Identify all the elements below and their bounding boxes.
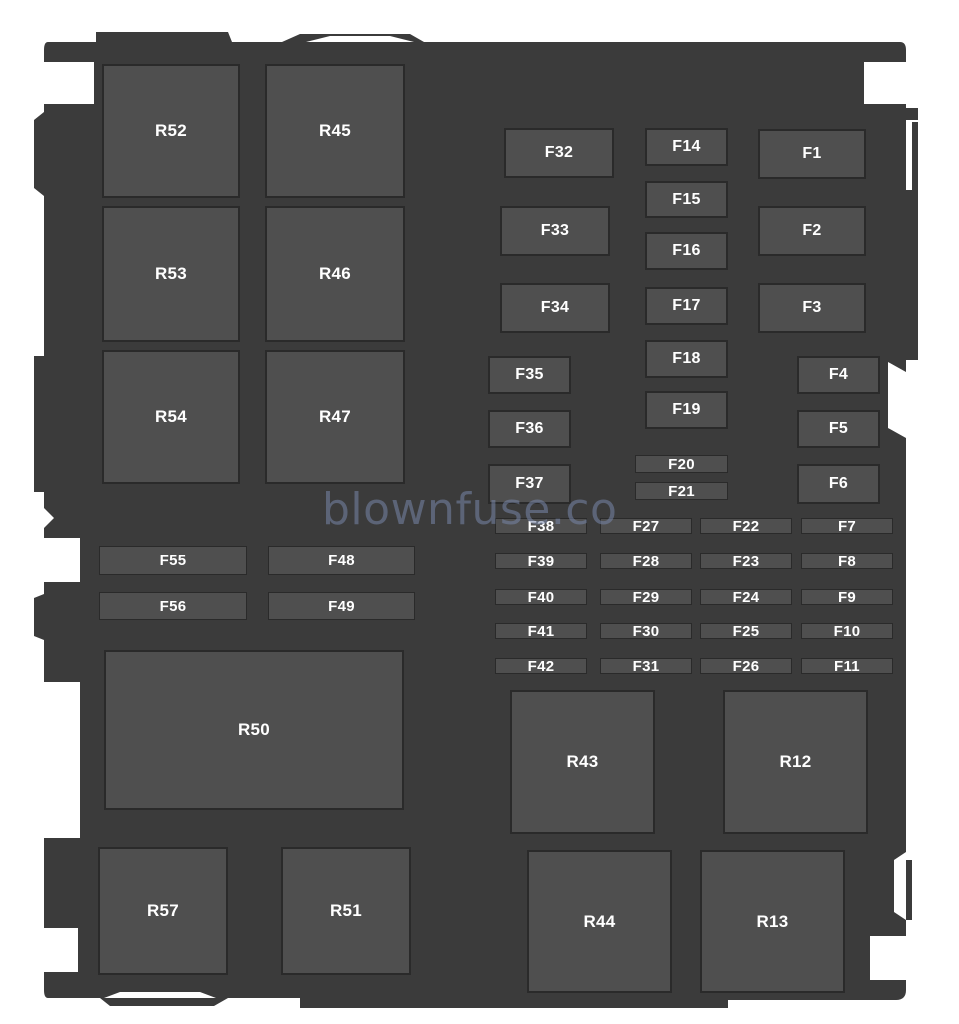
- fuse-f39: F39: [495, 553, 587, 570]
- fuse-f36: F36: [488, 410, 571, 448]
- fuse-f8: F8: [801, 553, 893, 570]
- fuse-f20: F20: [635, 455, 728, 473]
- fuse-f32: F32: [504, 128, 614, 178]
- relay-r50: R50: [104, 650, 404, 810]
- fuse-f33: F33: [500, 206, 610, 256]
- fuse-f3: F3: [758, 283, 866, 333]
- fuse-f55: F55: [99, 546, 247, 575]
- relay-r57: R57: [98, 847, 228, 975]
- relay-r44: R44: [527, 850, 672, 993]
- fuse-f37: F37: [488, 464, 571, 504]
- fuse-f22: F22: [700, 518, 792, 535]
- relay-r47: R47: [265, 350, 405, 484]
- fuse-f31: F31: [600, 658, 692, 675]
- relay-r45: R45: [265, 64, 405, 198]
- fuse-f34: F34: [500, 283, 610, 333]
- fuse-f48: F48: [268, 546, 415, 575]
- relay-r43: R43: [510, 690, 655, 834]
- relay-r13: R13: [700, 850, 845, 993]
- relay-r54: R54: [102, 350, 240, 484]
- fuse-f30: F30: [600, 623, 692, 640]
- fuse-f6: F6: [797, 464, 880, 504]
- fuse-f19: F19: [645, 391, 728, 429]
- fuse-f26: F26: [700, 658, 792, 675]
- fuse-f4: F4: [797, 356, 880, 394]
- fuse-f14: F14: [645, 128, 728, 166]
- fuse-f10: F10: [801, 623, 893, 640]
- fuse-f24: F24: [700, 589, 792, 606]
- fuse-f56: F56: [99, 592, 247, 620]
- fuse-f1: F1: [758, 129, 866, 179]
- fuse-f27: F27: [600, 518, 692, 535]
- relay-r46: R46: [265, 206, 405, 342]
- fuse-f5: F5: [797, 410, 880, 448]
- fuse-f49: F49: [268, 592, 415, 620]
- fuse-f2: F2: [758, 206, 866, 256]
- fuse-f29: F29: [600, 589, 692, 606]
- fuse-f35: F35: [488, 356, 571, 394]
- fuse-f18: F18: [645, 340, 728, 378]
- fuse-f17: F17: [645, 287, 728, 325]
- relay-r51: R51: [281, 847, 411, 975]
- fuse-f28: F28: [600, 553, 692, 570]
- fuse-f15: F15: [645, 181, 728, 218]
- fuse-f42: F42: [495, 658, 587, 675]
- fuse-f25: F25: [700, 623, 792, 640]
- fuse-f23: F23: [700, 553, 792, 570]
- fuse-f41: F41: [495, 623, 587, 640]
- relay-r53: R53: [102, 206, 240, 342]
- fuse-f16: F16: [645, 232, 728, 270]
- fuse-f21: F21: [635, 482, 728, 500]
- relay-r52: R52: [102, 64, 240, 198]
- fuse-f11: F11: [801, 658, 893, 675]
- fuse-f40: F40: [495, 589, 587, 606]
- fuse-f9: F9: [801, 589, 893, 606]
- fuse-f7: F7: [801, 518, 893, 535]
- relay-r12: R12: [723, 690, 868, 834]
- fuse-f38: F38: [495, 518, 587, 535]
